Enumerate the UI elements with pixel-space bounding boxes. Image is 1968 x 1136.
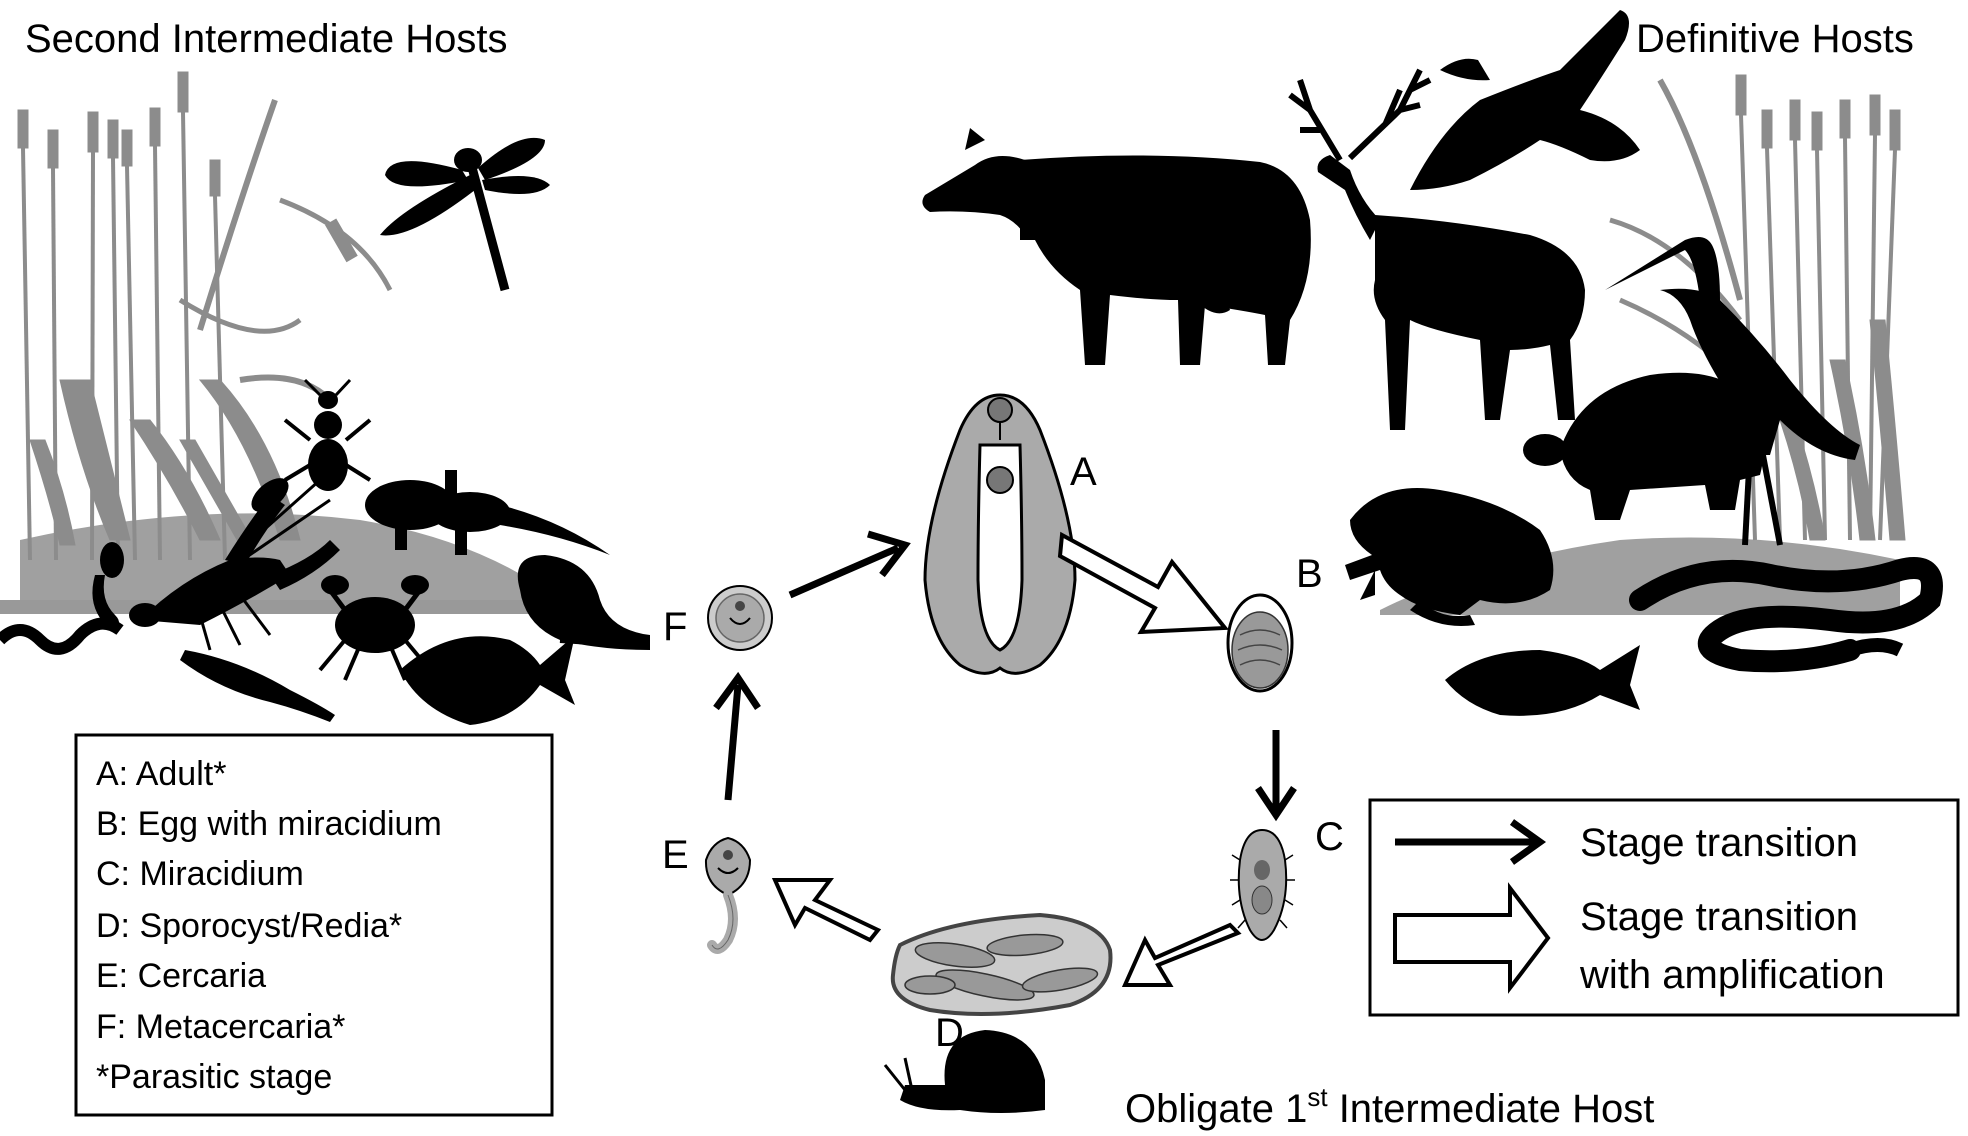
title-first-intermediate-pre: Obligate 1 — [1125, 1087, 1307, 1131]
worm-silhouette — [0, 617, 124, 655]
key-item: A: Adult* — [96, 755, 226, 793]
turtle-silhouette — [1523, 372, 1764, 520]
snail-silhouette — [883, 1030, 1045, 1113]
leech-silhouette — [92, 542, 124, 630]
fish-silhouette — [1445, 645, 1640, 716]
duck-silhouette — [1410, 10, 1640, 190]
legend-thick-arrow — [1393, 882, 1551, 994]
salamander-silhouette — [365, 470, 610, 555]
label-stage-e: E — [662, 833, 689, 877]
arrow-f-to-a — [788, 530, 911, 599]
right-habitat-scene — [922, 10, 1943, 716]
key-item: E: Cercaria — [96, 957, 266, 995]
tetra-fish-silhouette — [400, 635, 575, 725]
water-beetle-silhouette — [283, 378, 372, 491]
crab-silhouette — [318, 575, 432, 681]
legend-thick-label-line2: with amplification — [1579, 953, 1885, 997]
label-stage-d: D — [935, 1011, 964, 1055]
cow-silhouette — [922, 128, 1311, 365]
title-second-intermediate-hosts: Second Intermediate Hosts — [25, 17, 507, 61]
label-stage-b: B — [1296, 552, 1323, 596]
key-item: B: Egg with miracidium — [96, 805, 442, 843]
stage-adult — [923, 393, 1077, 675]
label-stage-f: F — [663, 605, 687, 649]
stage-metacercaria — [707, 585, 773, 651]
arrow-c-down-b-to-c — [1255, 730, 1297, 822]
key-item: *Parasitic stage — [96, 1058, 332, 1096]
key-item: F: Metacercaria* — [96, 1008, 345, 1046]
deer-silhouette — [1288, 68, 1585, 430]
aquatic-snail-silhouette — [517, 555, 650, 650]
title-first-intermediate-sup: st — [1307, 1082, 1328, 1112]
arrow-e-to-f — [713, 671, 761, 801]
stage-sporocyst-redia — [890, 912, 1113, 1016]
key-item: C: Miracidium — [96, 855, 304, 893]
arrow-d-to-e-amplified — [771, 878, 882, 943]
stage-egg — [1226, 593, 1294, 693]
label-stage-a: A — [1070, 450, 1097, 494]
arrow-c-to-d-amplified — [1121, 922, 1242, 987]
arrow-legend-box: Stage transition Stage transition with a… — [1368, 798, 1960, 1017]
right-reeds — [1609, 74, 1906, 541]
title-first-intermediate-host: Obligate 1st Intermediate Host — [1125, 1082, 1654, 1131]
key-item: D: Sporocyst/Redia* — [96, 907, 402, 945]
title-first-intermediate-post: Intermediate Host — [1328, 1087, 1655, 1131]
title-definitive-hosts: Definitive Hosts — [1636, 17, 1914, 61]
snake-silhouette — [1629, 557, 1943, 673]
frog-silhouette — [1345, 488, 1554, 626]
crayfish-silhouette — [129, 478, 340, 651]
dragonfly-silhouette — [380, 137, 550, 292]
left-waterline — [0, 600, 570, 614]
label-stage-c: C — [1315, 815, 1344, 859]
arrow-a-to-b-amplified — [1057, 531, 1230, 635]
left-habitat-scene — [0, 71, 650, 725]
small-fish-silhouette — [180, 650, 335, 722]
stage-key-box: A: Adult* B: Egg with miracidium C: Mira… — [74, 733, 554, 1117]
legend-thin-label: Stage transition — [1580, 821, 1858, 865]
legend-thick-label-line1: Stage transition — [1580, 895, 1858, 939]
legend-thin-arrow — [1395, 819, 1547, 865]
stage-cercaria — [704, 836, 752, 954]
stage-miracidium — [1230, 828, 1295, 941]
